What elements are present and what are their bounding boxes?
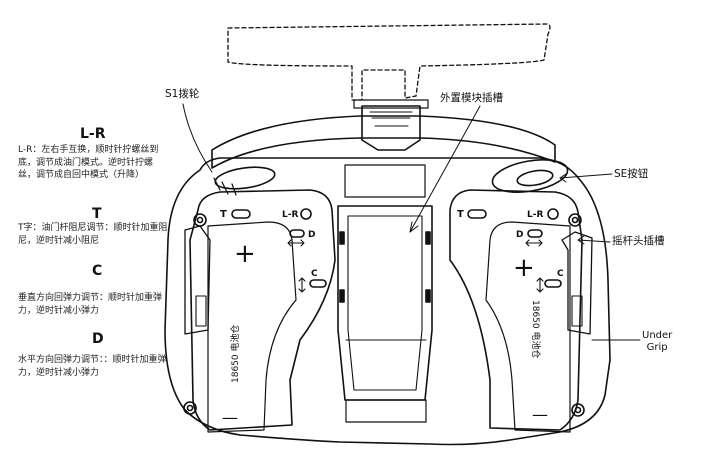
leader-s1: [182, 103, 213, 173]
legend-d-text: 水平方向回弹力调节：：顺时针加重弹力，逆时针减小弹力: [18, 355, 167, 378]
legend-lr-text: L-R：左右手互换，顺时针拧螺丝到底，调节成油门模式。逆时针拧螺丝，调节成自回中…: [18, 145, 159, 180]
leader-joystick: [577, 239, 611, 243]
right-battery-bay: [485, 221, 571, 433]
legend-lr-heading: L-R: [80, 126, 106, 142]
controller-body: [164, 157, 611, 446]
mark-plus-right: +: [513, 253, 535, 283]
mark-t-left: T: [220, 209, 227, 220]
leader-se: [559, 173, 613, 179]
legend-c-heading: C: [92, 263, 103, 279]
mark-lr-left: L-R: [282, 210, 298, 220]
mark-plus-left: +: [234, 239, 256, 269]
legend-t-heading: T: [92, 206, 102, 222]
label-joystick-socket: 摇杆头插槽: [612, 235, 665, 247]
s1-dial: [214, 166, 276, 190]
left-battery-bay: [207, 221, 297, 433]
battery-label-left: 18650 电池仓: [229, 325, 241, 384]
t-slot-right: [467, 209, 487, 219]
left-stick-slot: [184, 225, 211, 335]
legend-d-heading: D: [92, 331, 104, 347]
mark-minus-right: —: [532, 405, 548, 424]
mark-d-left: D: [308, 230, 315, 240]
legend-t-text: T字：油门杆阻尼调节：顺时针加重阻尼，逆时针减小阻尼: [18, 223, 168, 246]
mark-c-right: C: [557, 269, 564, 279]
mark-lr-right: L-R: [527, 210, 543, 220]
top-handle: [211, 115, 556, 169]
label-under-grip: Under Grip: [642, 330, 673, 353]
t-slot-left: [231, 209, 251, 219]
label-se-button: SE按钮: [614, 168, 649, 180]
screen: [344, 164, 426, 198]
dashed-module-outline: [227, 23, 551, 101]
legend-c-text: 垂直方向回弹力调节：顺时针加重弹力，逆时针减小弹力: [18, 293, 163, 316]
label-external-module-bay: 外置模块插槽: [440, 92, 503, 104]
hinge-block: [361, 105, 421, 151]
battery-label-right: 18650 电池仓: [530, 300, 542, 359]
mark-c-left: C: [311, 269, 318, 279]
leader-module: [409, 105, 481, 233]
mark-t-right: T: [457, 209, 464, 220]
mark-minus-left: —: [222, 408, 238, 427]
right-stick-slot: [561, 231, 593, 335]
mark-d-right: D: [516, 230, 523, 240]
left-gimbal-panel: [189, 189, 336, 431]
label-s1-dial: S1拨轮: [165, 88, 200, 100]
